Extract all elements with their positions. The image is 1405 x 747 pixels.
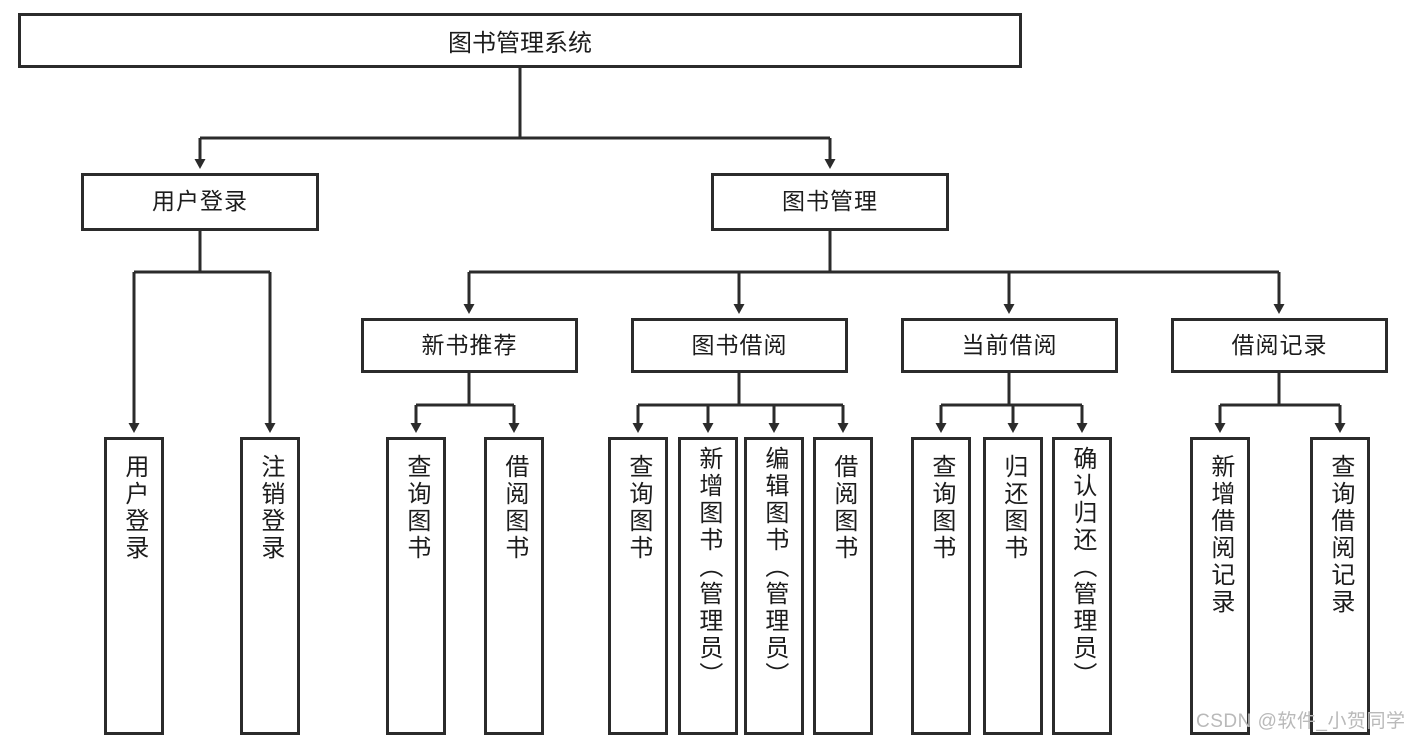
leaf-confirm-return-label: 确认归还（管理员） xyxy=(1068,446,1096,689)
leaf-borrow-book-1-label: 借阅图书 xyxy=(500,454,528,562)
node-book-borrow[interactable]: 图书借阅 xyxy=(631,318,848,373)
leaf-borrow-book-2-label: 借阅图书 xyxy=(829,454,857,562)
leaf-query-book-2[interactable]: 查询图书 xyxy=(608,437,668,735)
leaf-return-book-label: 归还图书 xyxy=(999,454,1027,562)
leaf-return-book[interactable]: 归还图书 xyxy=(983,437,1043,735)
leaf-query-record[interactable]: 查询借阅记录 xyxy=(1310,437,1370,735)
leaf-borrow-book-2[interactable]: 借阅图书 xyxy=(813,437,873,735)
leaf-query-book-1[interactable]: 查询图书 xyxy=(386,437,446,735)
node-new-book-recommend[interactable]: 新书推荐 xyxy=(361,318,578,373)
leaf-add-record[interactable]: 新增借阅记录 xyxy=(1190,437,1250,735)
leaf-user-login[interactable]: 用户登录 xyxy=(104,437,164,735)
leaf-add-book[interactable]: 新增图书（管理员） xyxy=(678,437,738,735)
leaf-query-book-1-label: 查询图书 xyxy=(402,454,430,562)
node-user-login[interactable]: 用户登录 xyxy=(81,173,319,231)
node-book-borrow-label: 图书借阅 xyxy=(691,331,788,358)
node-book-manage[interactable]: 图书管理 xyxy=(711,173,949,231)
leaf-confirm-return[interactable]: 确认归还（管理员） xyxy=(1052,437,1112,735)
node-current-borrow[interactable]: 当前借阅 xyxy=(901,318,1118,373)
node-new-book-recommend-label: 新书推荐 xyxy=(421,331,518,358)
node-root[interactable]: 图书管理系统 xyxy=(18,13,1022,68)
leaf-user-login-label: 用户登录 xyxy=(120,454,148,562)
node-book-manage-label: 图书管理 xyxy=(782,188,878,215)
node-user-login-label: 用户登录 xyxy=(152,188,248,215)
node-current-borrow-label: 当前借阅 xyxy=(961,331,1058,358)
node-borrow-record-label: 借阅记录 xyxy=(1231,331,1328,358)
leaf-edit-book-label: 编辑图书（管理员） xyxy=(760,446,788,689)
leaf-query-record-label: 查询借阅记录 xyxy=(1326,454,1354,616)
leaf-add-book-label: 新增图书（管理员） xyxy=(694,446,722,689)
leaf-add-record-label: 新增借阅记录 xyxy=(1206,454,1234,616)
leaf-borrow-book-1[interactable]: 借阅图书 xyxy=(484,437,544,735)
leaf-query-book-2-label: 查询图书 xyxy=(624,454,652,562)
node-borrow-record[interactable]: 借阅记录 xyxy=(1171,318,1388,373)
csdn-watermark: CSDN @软件_小贺同学 xyxy=(1196,711,1405,732)
leaf-edit-book[interactable]: 编辑图书（管理员） xyxy=(744,437,804,735)
leaf-query-book-3[interactable]: 查询图书 xyxy=(911,437,971,735)
leaf-query-book-3-label: 查询图书 xyxy=(927,454,955,562)
leaf-logout-label: 注销登录 xyxy=(256,454,284,562)
node-root-label: 图书管理系统 xyxy=(448,30,592,57)
leaf-logout[interactable]: 注销登录 xyxy=(240,437,300,735)
